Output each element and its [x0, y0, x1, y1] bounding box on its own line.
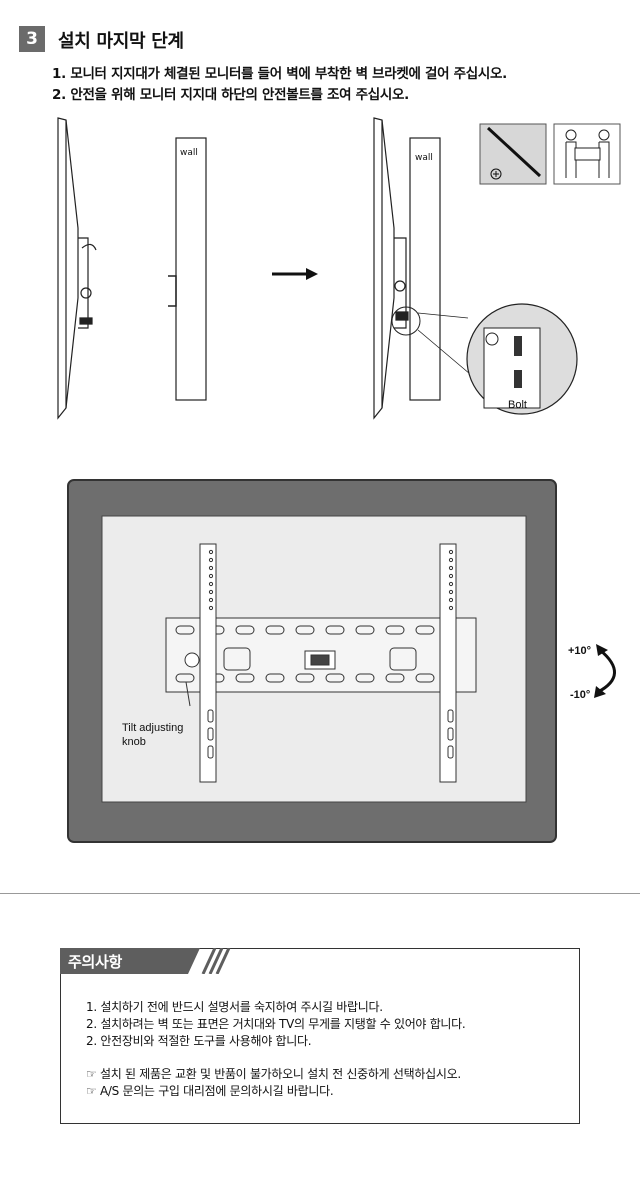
- tv-side-right: [373, 117, 409, 420]
- step-title: 설치 마지막 단계: [58, 31, 184, 52]
- caution-item-3: 2. 안전장비와 적절한 도구를 사용해야 합니다.: [86, 1034, 312, 1048]
- screwdriver-icon: [479, 123, 547, 185]
- wall-label-left: wall: [180, 148, 198, 158]
- caution-item-1: 1. 설치하기 전에 반드시 설명서를 숙지하여 주시길 바랍니다.: [86, 1000, 383, 1014]
- caution-title: 주의사항: [68, 953, 123, 971]
- mounting-arm-left: [199, 543, 217, 783]
- knob-leader-line: [185, 681, 191, 707]
- bolt-zoom-detail: Bolt: [466, 303, 578, 415]
- caution-tab: [60, 948, 231, 974]
- tilt-plus-label: +10°: [568, 645, 591, 657]
- caution-note-2: ☞ A/S 문의는 구입 대리점에 문의하시길 바랍니다.: [86, 1084, 334, 1098]
- step-number-badge: 3: [19, 26, 45, 52]
- side-view-diagram: wall wall Bolt: [57, 117, 621, 420]
- tilt-arrow-icon: [597, 648, 616, 694]
- tv-side-left: [57, 117, 97, 420]
- zoom-circle-small: [391, 306, 421, 336]
- instruction-1: 1. 모니터 지지대가 체결된 모니터를 들어 벽에 부착한 벽 브라켓에 걸어…: [52, 66, 507, 82]
- bolt-label: Bolt: [508, 399, 527, 411]
- wall-right: [409, 137, 441, 401]
- wall-label-right: wall: [415, 153, 433, 163]
- front-view-diagram: Tilt adjusting knob +10° -10°: [67, 479, 616, 843]
- two-person-lift-icon: [553, 123, 621, 185]
- wall-bracket-left: [168, 275, 177, 307]
- caution-box: [60, 948, 580, 1124]
- section-divider: [0, 893, 640, 894]
- knob-label-line2: knob: [122, 736, 146, 748]
- tilt-minus-label: -10°: [570, 689, 590, 701]
- caution-item-2: 2. 설치하려는 벽 또는 표면은 거치대와 TV의 무게를 지탱할 수 있어야…: [86, 1017, 466, 1031]
- tilt-knob-icon: [184, 652, 200, 668]
- arrow-head-icon: [306, 268, 318, 280]
- caution-note-1: ☞ 설치 된 제품은 교환 및 반품이 불가하오니 설치 전 신중하게 선택하십…: [86, 1067, 461, 1081]
- instruction-2: 2. 안전을 위해 모니터 지지대 하단의 안전볼트를 조여 주십시오.: [52, 87, 409, 103]
- mounting-arm-right: [439, 543, 457, 783]
- wall-left: [175, 137, 207, 401]
- knob-label-line1: Tilt adjusting: [122, 722, 183, 734]
